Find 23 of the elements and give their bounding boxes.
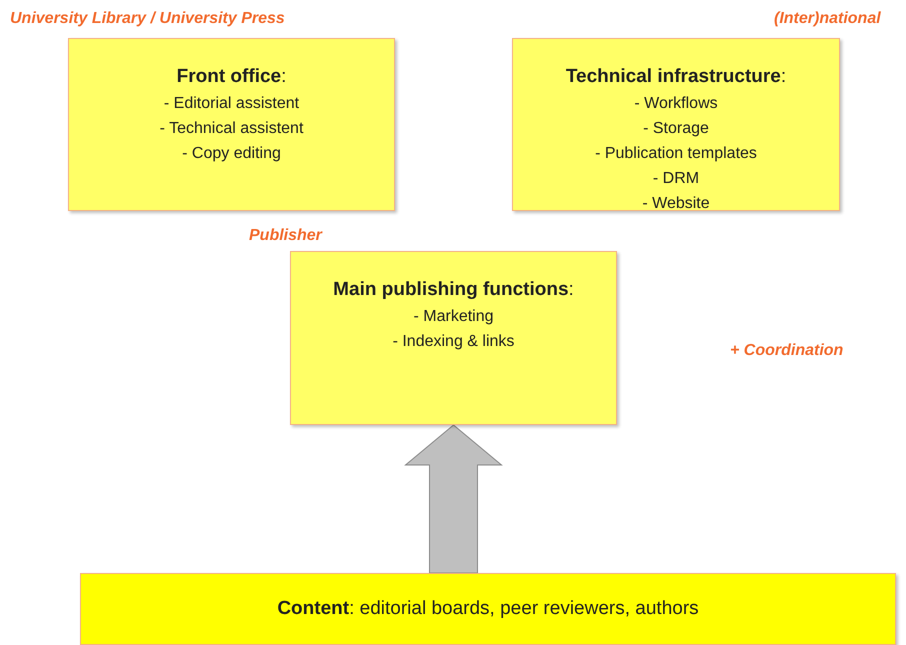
box-heading: Front office:: [176, 65, 286, 89]
list-item: - Editorial assistent: [164, 94, 300, 114]
list-item: - Indexing & links: [392, 332, 514, 352]
list-item: - Publication templates: [595, 144, 757, 164]
box-heading: Technical infrastructure:: [566, 65, 786, 89]
list-item: - DRM: [652, 169, 700, 189]
list-item: - Storage: [643, 119, 709, 139]
content-box: [80, 573, 896, 645]
group-label: (Inter)national: [774, 10, 881, 28]
process-box: [512, 38, 840, 211]
group-label: University Library / University Press: [10, 10, 285, 28]
box-heading: Content: editorial boards, peer reviewers, authors: [277, 597, 699, 621]
group-label: Publisher: [249, 227, 322, 245]
process-box: [290, 251, 617, 425]
list-item: - Technical assistent: [160, 119, 304, 139]
list-item: - Website: [642, 194, 710, 214]
block-arrow: [404, 424, 503, 574]
list-item: - Copy editing: [182, 144, 281, 164]
process-box: [68, 38, 395, 211]
box-heading: Main publishing functions:: [333, 278, 574, 302]
list-item: - Workflows: [634, 94, 718, 114]
list-item: - Marketing: [413, 307, 494, 327]
note-label: + Coordination: [730, 342, 844, 360]
